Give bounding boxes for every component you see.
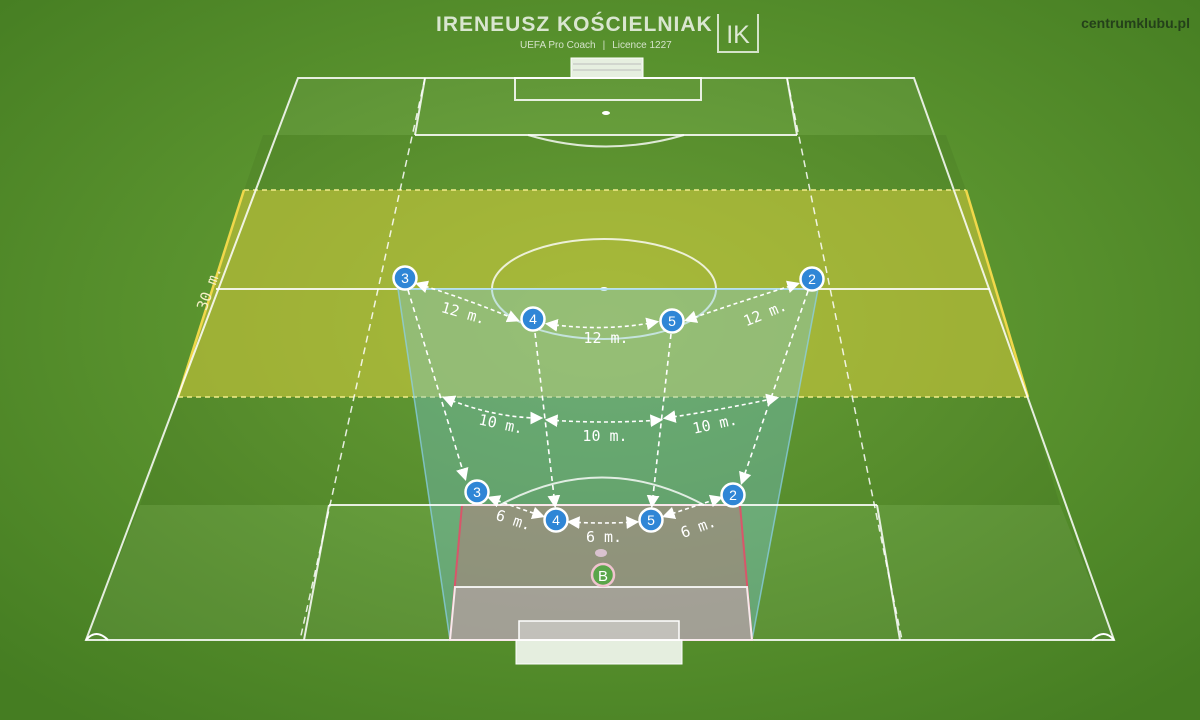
coach-name: IRENEUSZ KOŚCIELNIAK xyxy=(436,13,713,36)
arrow-gap-middle xyxy=(544,414,664,428)
corner-arc xyxy=(1091,633,1115,641)
zone-right-edge xyxy=(964,189,1030,398)
drop-arrows xyxy=(407,289,809,509)
drop-arrow-3 xyxy=(407,289,469,482)
player-marker xyxy=(720,482,746,508)
ik-logo: IK xyxy=(717,14,759,53)
bottom-penalty-box xyxy=(303,504,330,641)
player-number: 3 xyxy=(401,270,409,286)
player-marker xyxy=(638,507,664,533)
ball-label: B xyxy=(598,568,608,585)
player-number: 4 xyxy=(529,311,537,327)
drop-arrow-5 xyxy=(646,333,672,509)
player-number: 4 xyxy=(552,512,560,528)
arrow-gap-right xyxy=(662,393,780,423)
top-penalty-arc xyxy=(527,134,685,148)
player-5-low[interactable]: 5 xyxy=(638,507,664,533)
distance-label: 12 m. xyxy=(583,329,628,347)
distance-label: 6 m. xyxy=(586,528,622,546)
ball-marker[interactable]: B xyxy=(590,562,616,588)
player-2-high[interactable]: 2 xyxy=(799,266,825,292)
player-marker xyxy=(464,479,490,505)
player-3-high[interactable]: 3 xyxy=(392,265,418,291)
bottom-penalty-arc xyxy=(499,476,705,506)
low-row-arrows xyxy=(486,494,724,529)
player-2-low[interactable]: 2 xyxy=(720,482,746,508)
arrow-3-4-low xyxy=(486,495,546,520)
arrow-5-2-high xyxy=(683,280,801,323)
player-5-high[interactable]: 5 xyxy=(659,308,685,334)
players-high-row: 3 4 5 2 xyxy=(392,265,825,334)
top-goal xyxy=(570,57,644,79)
player-3-low[interactable]: 3 xyxy=(464,479,490,505)
coach-credentials: UEFA Pro Coach | Licence 1227 xyxy=(520,40,672,51)
distance-label: 10 m. xyxy=(582,427,627,445)
player-number: 5 xyxy=(668,313,676,329)
logo-letters: IK xyxy=(726,21,750,49)
player-marker xyxy=(392,265,418,291)
coach-role: UEFA Pro Coach xyxy=(520,40,596,51)
bottom-goal-frame xyxy=(518,620,680,641)
player-number: 3 xyxy=(473,484,481,500)
player-number: 2 xyxy=(729,487,737,503)
pitch-band xyxy=(276,78,933,135)
pitch-band xyxy=(244,135,966,190)
arrow-3-4-high xyxy=(414,280,520,323)
bottom-goal xyxy=(515,639,683,665)
credentials-separator: | xyxy=(602,40,606,51)
players-low-row: 3 4 5 2 xyxy=(464,479,746,533)
site-link[interactable]: centrumklubu.pl xyxy=(1081,15,1190,31)
compact-zone xyxy=(178,190,1028,397)
arrow-5-2-low xyxy=(661,494,724,520)
logo-frame xyxy=(717,14,759,53)
coach-licence: Licence 1227 xyxy=(612,40,672,51)
player-marker xyxy=(543,507,569,533)
player-marker xyxy=(520,306,546,332)
between-row-arrows xyxy=(442,393,780,428)
drop-arrow-2 xyxy=(739,290,809,486)
top-penalty-spot xyxy=(602,111,610,115)
arrow-gap-left xyxy=(442,395,544,425)
ball-circle xyxy=(590,562,616,588)
bottom-penalty-box xyxy=(876,504,901,641)
bottom-penalty-spot xyxy=(595,549,607,557)
pitch-band xyxy=(140,397,1060,505)
corner-arc xyxy=(85,633,109,641)
bottom-goal-area xyxy=(448,586,754,641)
arrow-4-5-low xyxy=(566,516,640,529)
high-row-arrows xyxy=(414,280,801,332)
player-marker xyxy=(659,308,685,334)
player-4-low[interactable]: 4 xyxy=(543,507,569,533)
player-4-high[interactable]: 4 xyxy=(520,306,546,332)
drop-arrow-4 xyxy=(534,332,561,509)
player-marker xyxy=(799,266,825,292)
top-penalty-box xyxy=(786,77,798,136)
player-number: 2 xyxy=(808,271,816,287)
top-penalty-box xyxy=(414,77,426,136)
zone-left-edge xyxy=(176,189,246,398)
player-number: 5 xyxy=(647,512,655,528)
